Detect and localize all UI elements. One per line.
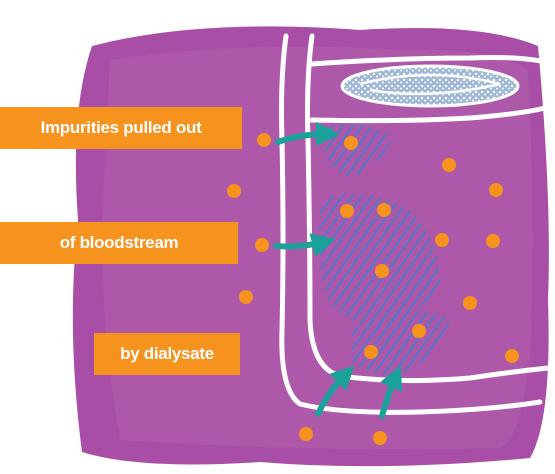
impurity-dot <box>505 349 519 363</box>
impurity-dot <box>344 136 358 150</box>
label-by-dialysate: by dialysate <box>94 333 240 375</box>
impurity-dot <box>377 203 391 217</box>
impurity-dot <box>257 133 271 147</box>
impurity-dot <box>412 324 426 338</box>
impurity-dot <box>442 158 456 172</box>
impurity-dot <box>375 264 389 278</box>
impurity-dot <box>299 427 313 441</box>
impurity-dot <box>486 234 500 248</box>
label-of-bloodstream: of bloodstream <box>0 222 238 264</box>
impurity-dot <box>435 233 449 247</box>
impurity-dot <box>255 238 269 252</box>
impurity-dot <box>463 296 477 310</box>
impurity-dot <box>239 290 253 304</box>
impurity-dot <box>227 184 241 198</box>
impurity-dot <box>340 204 354 218</box>
label-impurities-pulled-out: Impurities pulled out <box>0 107 242 149</box>
impurity-dot <box>373 431 387 445</box>
impurity-dot <box>364 345 378 359</box>
impurity-dot <box>489 183 503 197</box>
